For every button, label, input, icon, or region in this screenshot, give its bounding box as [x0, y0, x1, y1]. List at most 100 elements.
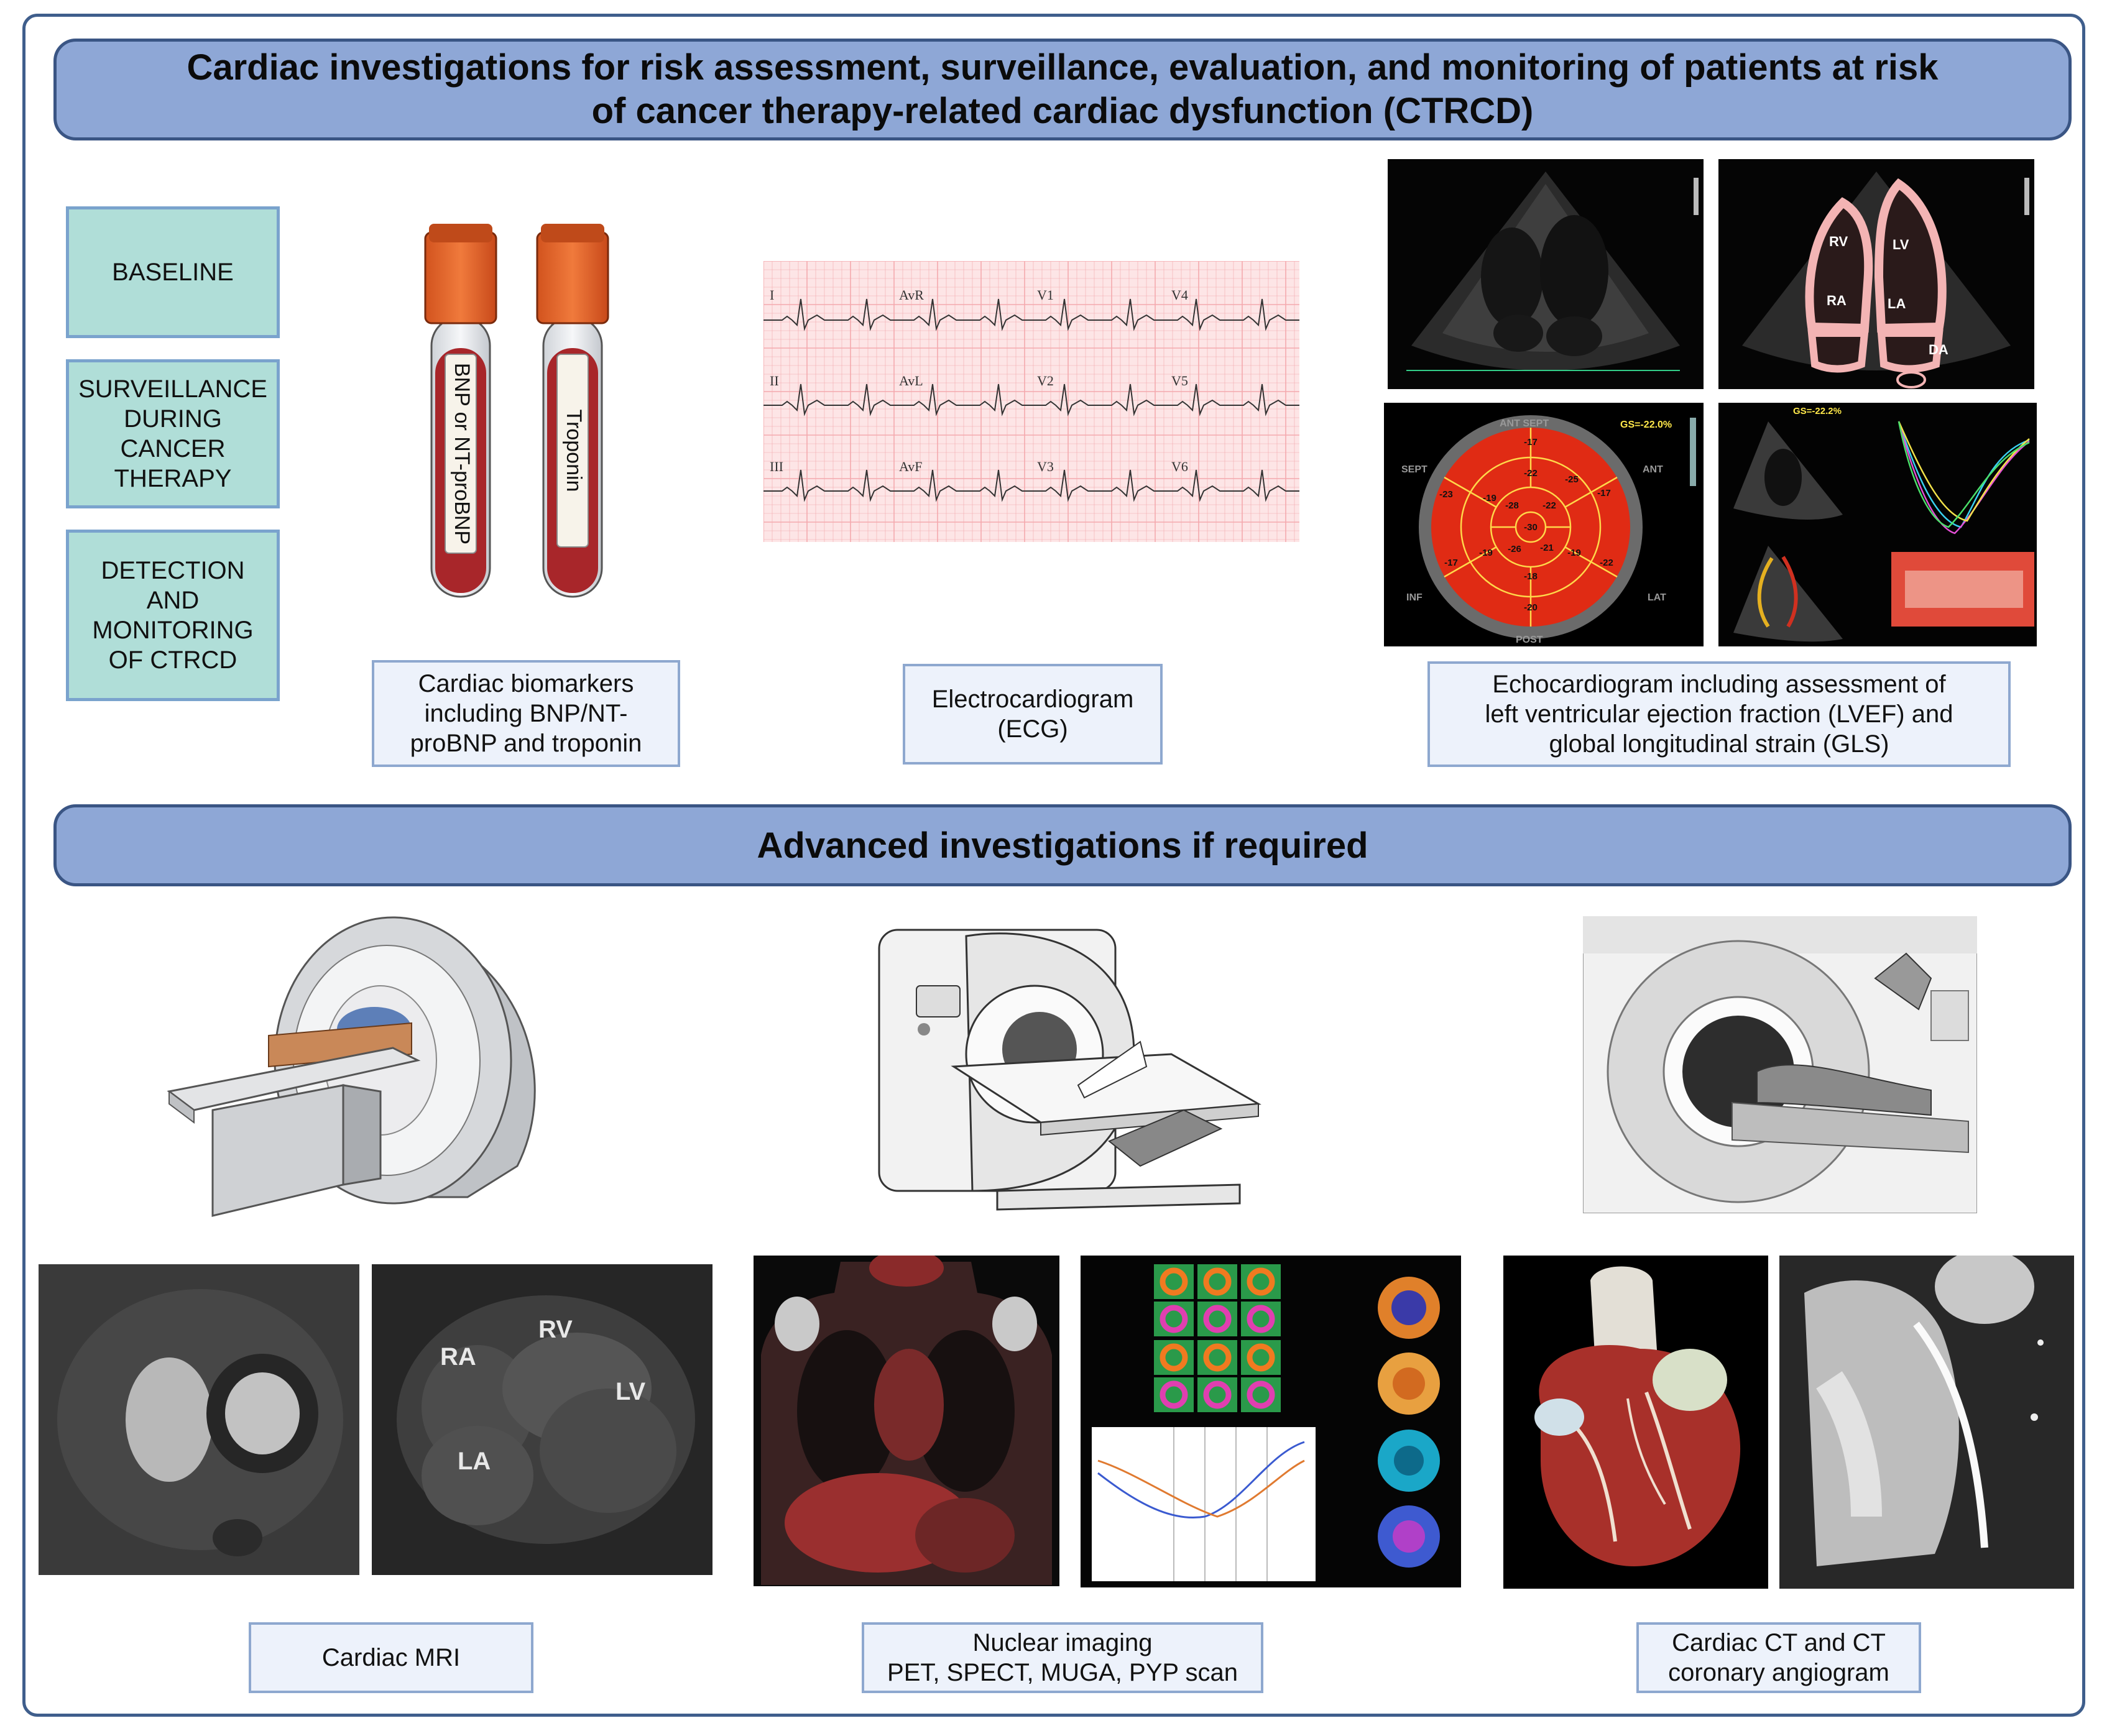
bullseye-orient: ANT [1643, 464, 1663, 475]
bullseye-value: -20 [1524, 602, 1538, 613]
echo-bullseye: -17 -22 -25 -17 -23 -19 -28 -22 -30 -19 … [1384, 403, 1704, 646]
bullseye-orient: LAT [1648, 592, 1666, 603]
lead-label: V3 [1037, 459, 1054, 474]
stage-surveillance: SURVEILLANCE DURING CANCER THERAPY [66, 359, 280, 508]
ct-angiogram [1779, 1256, 2074, 1589]
mri-four-chamber: RV RA LV LA [372, 1264, 712, 1575]
bullseye-value: -26 [1508, 544, 1521, 554]
mri-short-axis [39, 1264, 359, 1575]
nuclear-scanner-illustration [873, 917, 1288, 1217]
ecg-traces [763, 298, 1299, 502]
spect-panel [1081, 1256, 1461, 1587]
lead-label: AvF [899, 459, 923, 474]
lead-label: V4 [1171, 287, 1188, 303]
strain-svg: GS=-22.2% [1718, 403, 2037, 646]
lead-label: III [770, 459, 783, 474]
tube-bnp [424, 224, 497, 598]
bullseye-value: -22 [1600, 558, 1613, 568]
echo-caption: Echocardiogram including assessment of l… [1427, 661, 2011, 767]
ct-volume-svg [1503, 1256, 1768, 1589]
spect-slices [1154, 1264, 1281, 1412]
pet-coronal [754, 1256, 1059, 1586]
bullseye-value: -17 [1524, 437, 1538, 448]
mri-label: RA [440, 1343, 476, 1371]
ct-angio-svg [1779, 1256, 2074, 1589]
tube-bnp-label: BNP or NT-proBNP [450, 363, 474, 544]
lead-label: I [770, 287, 774, 303]
lead-label: II [770, 373, 779, 388]
chamber-label: RV [1829, 234, 1848, 249]
nuclear-caption: Nuclear imaging PET, SPECT, MUGA, PYP sc… [862, 1622, 1263, 1693]
lead-label: AvL [899, 373, 923, 388]
spect-svg [1081, 1256, 1461, 1587]
bullseye-orient: POST [1516, 635, 1543, 645]
stage-baseline: BASELINE [66, 206, 280, 338]
mri-scanner-illustration [119, 905, 562, 1228]
lead-label: V5 [1171, 373, 1188, 388]
nuclear-scanner-svg [878, 929, 1261, 1211]
bullseye-value: -25 [1565, 474, 1579, 485]
mri-short-axis-svg [39, 1264, 359, 1575]
ecg-svg: I AvR V1 V4 II AvL V2 V5 III AvF V3 V6 [763, 261, 1299, 542]
chamber-label: LA [1888, 296, 1906, 311]
blood-tubes-svg: BNP or NT-proBNP Troponin [424, 224, 609, 598]
echo-4ch-raw-svg [1388, 159, 1704, 389]
mri-caption-text: Cardiac MRI [321, 1644, 461, 1671]
pet-coronal-svg [754, 1256, 1059, 1586]
stage-surveillance-label: SURVEILLANCE DURING CANCER THERAPY [78, 375, 267, 492]
bullseye-value: -19 [1567, 548, 1581, 558]
chamber-label: RA [1827, 293, 1847, 308]
chamber-label: LV [1893, 237, 1909, 252]
echo-4ch-traced-svg: RV LV RA LA DA [1718, 159, 2034, 389]
echo-strain-curves: GS=-22.2% [1718, 403, 2037, 646]
outer-frame [22, 14, 2085, 1717]
header-banner: Cardiac investigations for risk assessme… [53, 39, 2072, 140]
bullseye-value: -18 [1524, 571, 1538, 582]
mri-caption: Cardiac MRI [249, 1622, 533, 1693]
ecg-lead-labels: I AvR V1 V4 II AvL V2 V5 III AvF V3 V6 [770, 287, 1188, 474]
bullseye-value: -28 [1505, 500, 1519, 511]
echo-4ch-raw [1388, 159, 1704, 389]
advanced-title: Advanced investigations if required [757, 825, 1368, 866]
bullseye-value: -22 [1542, 500, 1556, 511]
ct-caption: Cardiac CT and CT coronary angiogram [1636, 1622, 1921, 1693]
bullseye-svg: -17 -22 -25 -17 -23 -19 -28 -22 -30 -19 … [1384, 403, 1704, 646]
stage-detection-label: DETECTION AND MONITORING OF CTRCD [92, 557, 254, 674]
ct-scanner-illustration [1583, 916, 1977, 1213]
mri-scanner-svg [167, 916, 536, 1217]
tube-troponin-label: Troponin [562, 410, 586, 492]
advanced-banner: Advanced investigations if required [53, 804, 2072, 886]
mri-label: LV [616, 1378, 645, 1405]
ecg-caption-text: Electrocardiogram (ECG) [931, 686, 1134, 743]
bullseye-gs: GS=-22.0% [1620, 420, 1672, 430]
ct-caption-text: Cardiac CT and CT coronary angiogram [1668, 1629, 1889, 1686]
stage-baseline-label: BASELINE [112, 259, 234, 286]
biomarkers-caption: Cardiac biomarkers including BNP/NT- pro… [372, 660, 680, 767]
echo-caption-text: Echocardiogram including assessment of l… [1485, 671, 1953, 758]
bullseye-value: -17 [1597, 488, 1611, 498]
mri-label: LA [458, 1448, 491, 1475]
lead-label: V2 [1037, 373, 1054, 388]
bullseye-value: -30 [1524, 522, 1538, 533]
spect-polar-maps [1378, 1277, 1440, 1568]
bullseye-value: -21 [1540, 543, 1554, 553]
biomarkers-caption-text: Cardiac biomarkers including BNP/NT- pro… [410, 670, 642, 757]
lead-label: AvR [899, 287, 924, 303]
bullseye-segments [1444, 428, 1618, 627]
bullseye-orient: SEPT [1401, 464, 1427, 475]
chamber-label: DA [1929, 342, 1948, 357]
bullseye-value: -19 [1479, 548, 1493, 558]
bullseye-orient: ANT SEPT [1500, 418, 1549, 429]
stage-detection: DETECTION AND MONITORING OF CTRCD [66, 530, 280, 701]
lead-label: V1 [1037, 287, 1054, 303]
ecg-panel: I AvR V1 V4 II AvL V2 V5 III AvF V3 V6 [763, 261, 1299, 542]
ecg-caption: Electrocardiogram (ECG) [903, 664, 1163, 765]
blood-tubes-illustration: BNP or NT-proBNP Troponin [410, 224, 616, 609]
ecg-grid [763, 261, 1299, 542]
mri-four-chamber-svg: RV RA LV LA [372, 1264, 712, 1575]
bullseye-value: -23 [1439, 489, 1453, 500]
ct-scanner-svg [1583, 916, 1977, 1213]
echo-4ch-traced: RV LV RA LA DA [1718, 159, 2034, 389]
mri-label: RV [538, 1316, 573, 1343]
